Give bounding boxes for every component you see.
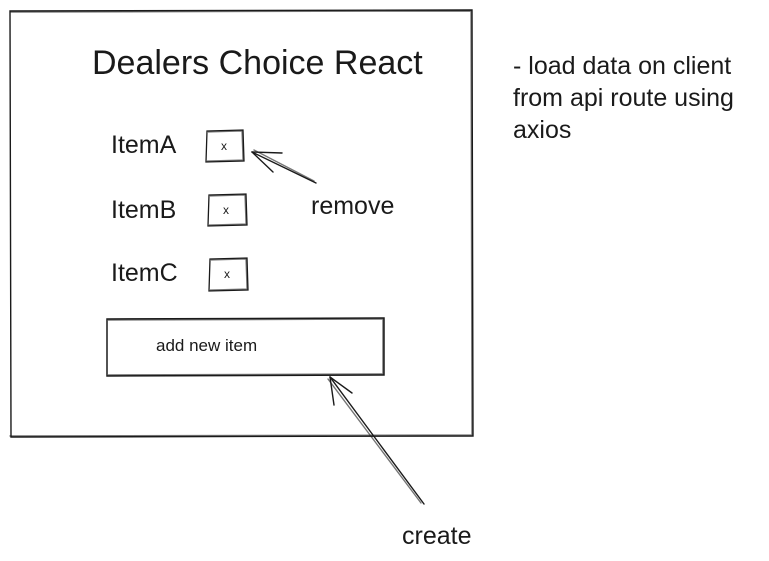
remove-button[interactable]: x [223,203,229,217]
add-button-outline [106,317,385,377]
remove-annotation: remove [311,192,395,220]
page-title: Dealers Choice React [92,44,423,82]
notes-line: axios [513,116,572,144]
remove-button[interactable]: x [224,267,230,281]
create-annotation: create [402,522,472,550]
list-item-label: ItemB [111,196,177,224]
remove-box-b-outline [207,193,248,227]
create-arrow [327,376,425,505]
notes-line: from api route using [513,84,734,112]
app-frame [9,9,474,438]
remove-box-c-outline [208,257,249,292]
remove-box-a-outline [205,129,245,163]
add-new-item-button[interactable]: add new item [156,336,258,355]
list-item-label: ItemC [111,259,178,287]
remove-arrow [251,149,317,184]
notes-text: - load data on client from api route usi… [513,50,734,146]
notes-line: - load data on client [513,52,732,80]
remove-button[interactable]: x [221,139,227,153]
list-item-label: ItemA [111,131,177,159]
